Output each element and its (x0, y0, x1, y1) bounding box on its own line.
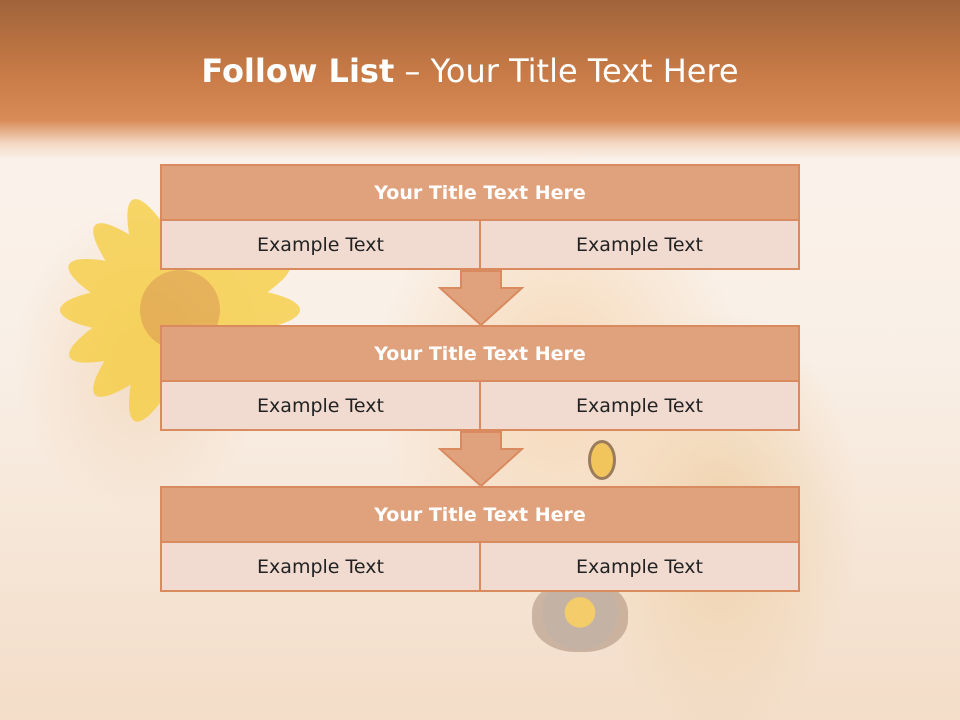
block-row: Example Text Example Text (160, 221, 800, 270)
block-cell-left: Example Text (160, 221, 481, 270)
block-row: Example Text Example Text (160, 382, 800, 431)
slide-title-rest: – Your Title Text Here (394, 52, 739, 90)
slide-title-bold: Follow List (201, 52, 395, 90)
block-cell-right: Example Text (481, 382, 800, 431)
down-arrow-icon (438, 270, 524, 326)
block-row: Example Text Example Text (160, 543, 800, 592)
slide-title: Follow List – Your Title Text Here (0, 52, 940, 90)
block-cell-right: Example Text (481, 221, 800, 270)
header-band (0, 0, 960, 160)
block-title: Your Title Text Here (160, 325, 800, 382)
block-title: Your Title Text Here (160, 486, 800, 543)
list-block-2: Your Title Text Here Example Text Exampl… (160, 325, 800, 431)
block-cell-left: Example Text (160, 382, 481, 431)
block-cell-right: Example Text (481, 543, 800, 592)
block-cell-left: Example Text (160, 543, 481, 592)
down-arrow-icon (438, 431, 524, 487)
list-block-3: Your Title Text Here Example Text Exampl… (160, 486, 800, 592)
earring-image (588, 440, 616, 480)
list-block-1: Your Title Text Here Example Text Exampl… (160, 164, 800, 270)
block-title: Your Title Text Here (160, 164, 800, 221)
pendant-image (532, 580, 628, 652)
